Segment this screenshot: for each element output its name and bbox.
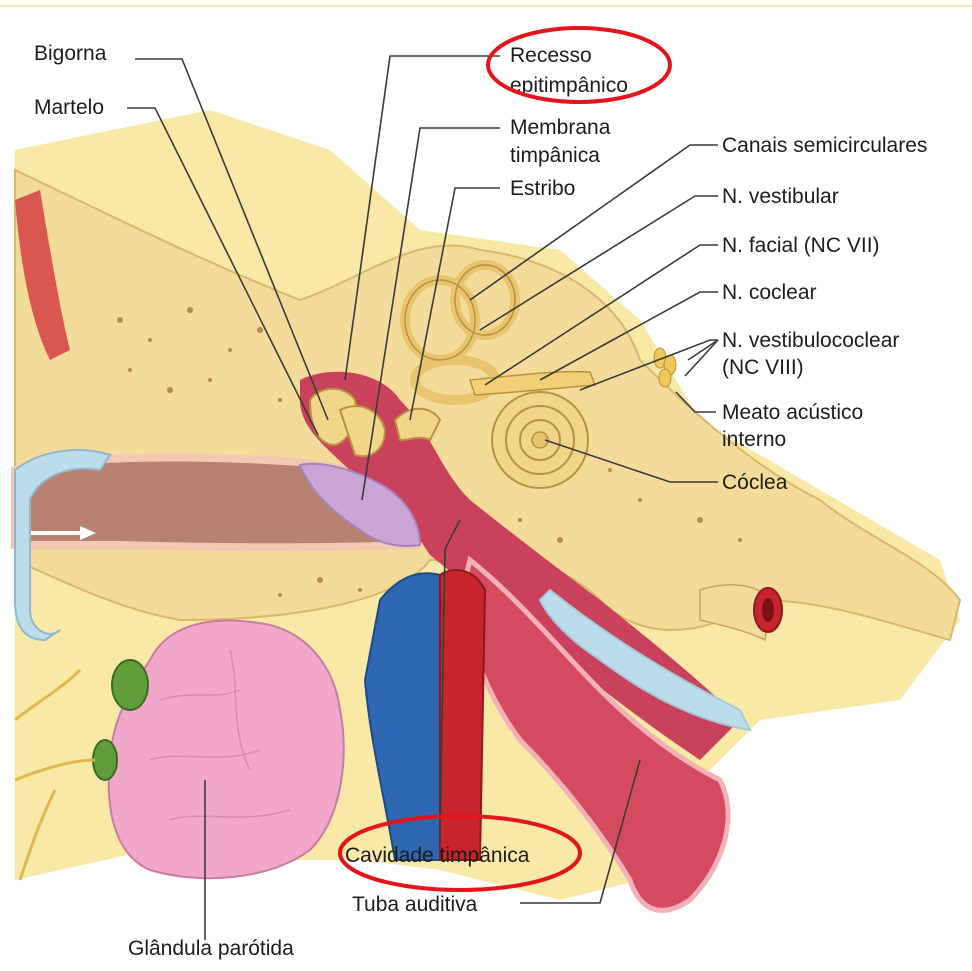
label-estribo: Estribo [510,177,575,200]
label-n-facial: N. facial (NC VII) [722,234,880,257]
label-n-vestibulococlear-2: (NC VIII) [722,356,804,379]
lymph-node-1 [112,660,148,710]
label-meato-1: Meato acústico [722,401,863,424]
label-n-coclear: N. coclear [722,281,817,304]
label-coclea: Cóclea [722,471,788,494]
label-n-vestibulococlear-1: N. vestibulococlear [722,329,899,352]
label-cavidade: Cavidade timpânica [345,844,530,867]
label-membrana-1: Membrana [510,116,611,139]
label-meato-2: interno [722,428,786,451]
lymph-node-2 [93,740,117,780]
label-martelo: Martelo [34,96,104,119]
label-membrana-2: timpânica [510,144,600,167]
label-recesso-1: Recesso [510,44,592,67]
label-canais: Canais semicirculares [722,134,927,157]
cochlea [492,392,588,488]
label-bigorna: Bigorna [34,42,107,65]
label-parotida: Glândula parótida [128,937,294,960]
label-n-vestibular: N. vestibular [722,185,839,208]
label-tuba: Tuba auditiva [352,893,478,916]
